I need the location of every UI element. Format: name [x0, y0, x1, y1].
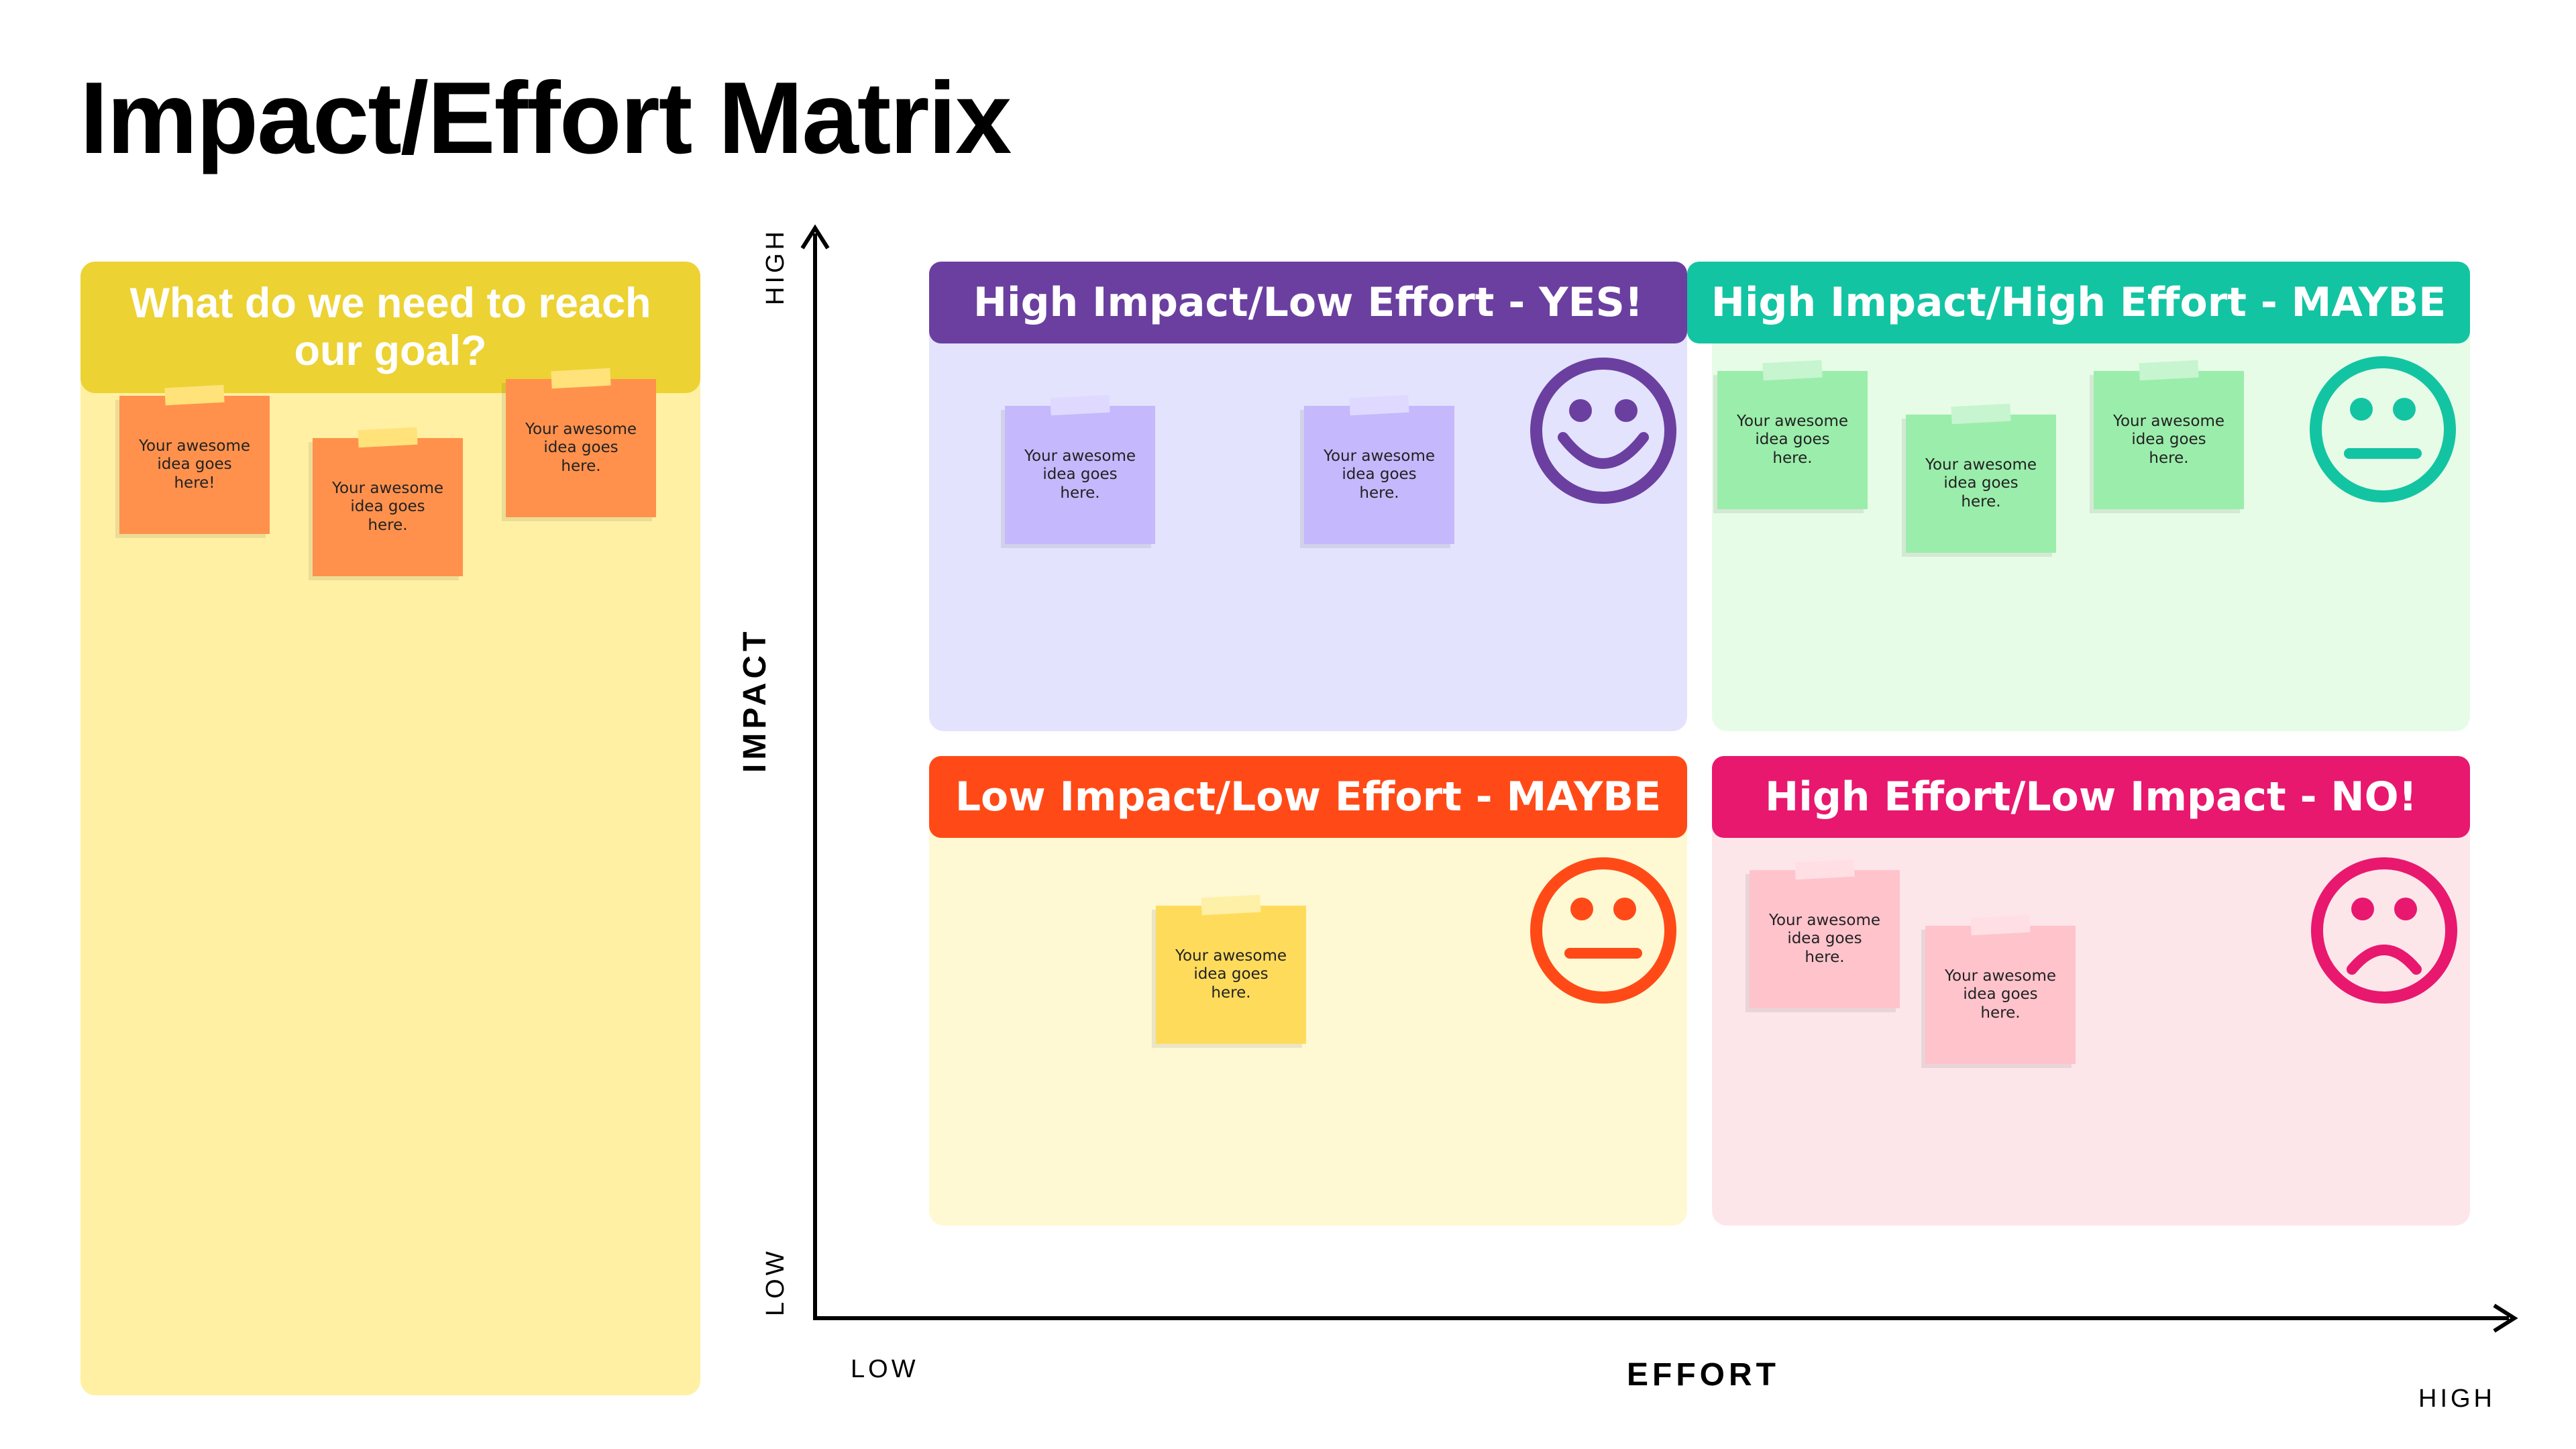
neutral-face-icon — [2310, 356, 2456, 502]
tape-decoration — [1050, 394, 1110, 416]
goal-panel-header-text: What do we need to reach our goal? — [129, 280, 651, 374]
sticky-note[interactable]: Your awesome idea goes here. — [1717, 360, 1868, 509]
tape-decoration — [2139, 360, 2199, 381]
sticky-note[interactable]: Your awesome idea goes here. — [1304, 394, 1454, 544]
y-axis-high-label: HIGH — [761, 228, 790, 305]
sticky-note[interactable]: Your awesome idea goes here. — [313, 427, 463, 576]
y-axis-low-label: LOW — [761, 1248, 790, 1316]
tape-decoration — [1951, 403, 2011, 425]
x-axis-low-label: LOW — [851, 1355, 919, 1383]
quadrant-header: High Impact/Low Effort - YES! — [929, 262, 1687, 343]
quadrant-header: High Effort/Low Impact - NO! — [1712, 756, 2470, 838]
sticky-note[interactable]: Your awesome idea goes here. — [2094, 360, 2244, 509]
page-title: Impact/Effort Matrix — [80, 61, 1012, 175]
sticky-note[interactable]: Your awesome idea goes here. — [1005, 394, 1155, 544]
sticky-note[interactable]: Your awesome idea goes here. — [506, 368, 656, 517]
x-axis-arrowhead — [2493, 1303, 2518, 1333]
sticky-note[interactable]: Your awesome idea goes here. — [1750, 859, 1900, 1008]
y-axis-title: IMPACT — [737, 627, 773, 773]
quadrant-header: Low Impact/Low Effort - MAYBE — [929, 756, 1687, 838]
smile-face-icon — [1530, 358, 1676, 504]
tape-decoration — [1762, 360, 1823, 381]
sticky-note[interactable]: Your awesome idea goes here. — [1156, 894, 1306, 1044]
tape-decoration — [1794, 859, 1855, 880]
quadrant-header: High Impact/High Effort - MAYBE — [1687, 262, 2470, 343]
sticky-note[interactable]: Your awesome idea goes here! — [119, 384, 270, 534]
tape-decoration — [1201, 894, 1261, 916]
tape-decoration — [1970, 914, 2031, 936]
tape-decoration — [1349, 394, 1409, 416]
sad-face-icon — [2311, 857, 2457, 1004]
x-axis-high-label: HIGH — [2418, 1385, 2496, 1413]
y-axis-arrowhead — [800, 224, 830, 250]
sticky-note[interactable]: Your awesome idea goes here. — [1906, 403, 2056, 553]
x-axis-title: EFFORT — [1627, 1357, 1780, 1393]
sticky-note[interactable]: Your awesome idea goes here. — [1925, 914, 2076, 1064]
neutral-face-icon — [1530, 857, 1676, 1004]
